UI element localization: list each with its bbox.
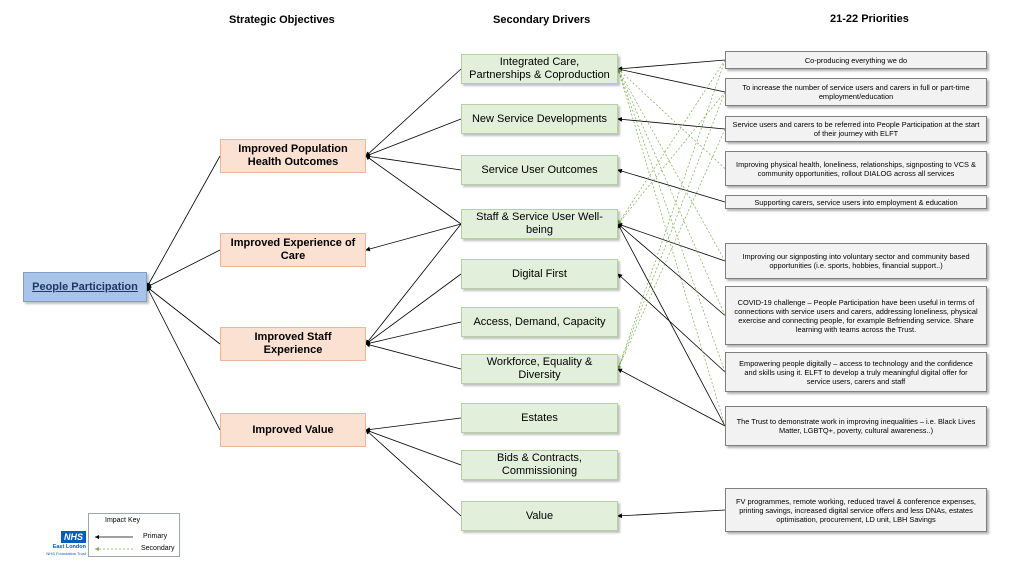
key-primary-label: Primary [143,533,168,540]
priority-coproducing[interactable]: Co-producing everything we do [725,51,987,69]
connector-driver-priority-6-8 [617,368,726,427]
connector-secondary-driver-priority-6-1 [617,91,726,370]
nhs-logo: NHS East London NHS Foundation Trust [38,531,86,557]
secondary-arrowhead [95,547,99,551]
nhs-trust-name: NHS Foundation Trust [46,551,86,556]
connector-objective-driver-2-3 [365,223,462,345]
primary-arrowhead [95,535,99,539]
driver-estates[interactable]: Estates [461,403,618,433]
priority-referrals[interactable]: Service users and carers to be referred … [725,116,987,142]
header-strategic-objectives: Strategic Objectives [229,14,335,26]
key-secondary-label: Secondary [141,545,175,552]
nhs-org-name: East London [52,544,86,550]
objective-staff-experience[interactable]: Improved Staff Experience [220,327,366,361]
connector-driver-priority-9-9 [617,509,726,519]
connector-secondary-driver-priority-0-7 [617,68,726,373]
objective-population-health[interactable]: Improved Population Health Outcomes [220,139,366,173]
connector-secondary-driver-priority-0-6 [617,68,726,316]
root-node-people-participation[interactable]: People Participation [23,272,147,302]
priority-inequalities[interactable]: The Trust to demonstrate work in improvi… [725,406,987,446]
connector-secondary-driver-priority-3-0 [617,59,726,225]
connector-objective-driver-2-4 [365,273,462,345]
connector-objective-driver-0-2 [365,154,462,171]
driver-digital-first[interactable]: Digital First [461,259,618,289]
driver-new-service-developments[interactable]: New Service Developments [461,104,618,134]
connector-driver-priority-0-1 [617,67,726,93]
priority-employment-education[interactable]: To increase the number of service users … [725,78,987,106]
priority-digital-empowerment[interactable]: Empowering people digitally – access to … [725,352,987,392]
driver-access-demand-capacity[interactable]: Access, Demand, Capacity [461,307,618,337]
priority-signposting[interactable]: Improving our signposting into voluntary… [725,243,987,279]
objective-experience-of-care[interactable]: Improved Experience of Care [220,233,366,267]
driver-integrated-care[interactable]: Integrated Care, Partnerships & Coproduc… [461,54,618,84]
connector-root-objective-3 [146,286,221,431]
connector-objective-driver-0-3 [365,155,462,225]
objective-value[interactable]: Improved Value [220,413,366,447]
connector-driver-priority-0-0 [617,59,726,72]
driver-bids-contracts[interactable]: Bids & Contracts, Commissioning [461,450,618,480]
connector-driver-priority-3-5 [617,223,726,262]
driver-service-user-outcomes[interactable]: Service User Outcomes [461,155,618,185]
connector-objective-driver-3-7 [365,417,462,432]
connector-driver-priority-3-8 [617,223,726,427]
nhs-badge: NHS [60,531,86,543]
connector-secondary-driver-priority-0-3 [617,68,726,169]
connector-objective-driver-2-6 [365,342,462,370]
driver-staff-wellbeing[interactable]: Staff & Service User Well-being [461,209,618,239]
priority-fv-programmes[interactable]: FV programmes, remote working, reduced t… [725,488,987,532]
connector-secondary-driver-priority-0-8 [616,68,726,427]
connector-objective-driver-3-8 [365,429,462,466]
priority-covid-19[interactable]: COVID-19 challenge – People Participatio… [725,286,987,345]
connector-secondary-driver-priority-0-5 [617,68,726,262]
impact-key: Impact Key Primary Secondary [88,513,180,557]
connector-driver-priority-1-2 [617,116,726,130]
connector-root-objective-2 [146,286,221,345]
connector-objective-driver-3-9 [365,429,462,517]
connector-secondary-driver-priority-6-0 [617,59,726,370]
connector-secondary-driver-priority-3-1 [617,91,726,225]
connector-objective-driver-2-5 [365,321,462,346]
driver-value[interactable]: Value [461,501,618,531]
header-secondary-drivers: Secondary Drivers [493,14,591,26]
driver-workforce-equality[interactable]: Workforce, Equality & Diversity [461,354,618,384]
connector-root-objective-1 [146,249,221,288]
connector-objective-driver-0-0 [365,68,462,157]
impact-key-swatches [95,535,133,551]
connector-root-objective-0 [146,155,221,288]
connector-driver-priority-3-6 [617,223,726,316]
connector-objective-driver-0-1 [365,118,462,157]
priority-physical-health[interactable]: Improving physical health, loneliness, r… [725,151,987,186]
connector-driver-priority-2-4 [617,168,726,203]
connector-driver-priority-4-7 [617,273,726,373]
connector-objective-driver-1-3 [365,223,462,252]
impact-key-title: Impact Key [105,517,141,524]
priority-supporting-carers[interactable]: Supporting carers, service users into em… [725,195,987,209]
header-priorities: 21-22 Priorities [830,13,909,25]
